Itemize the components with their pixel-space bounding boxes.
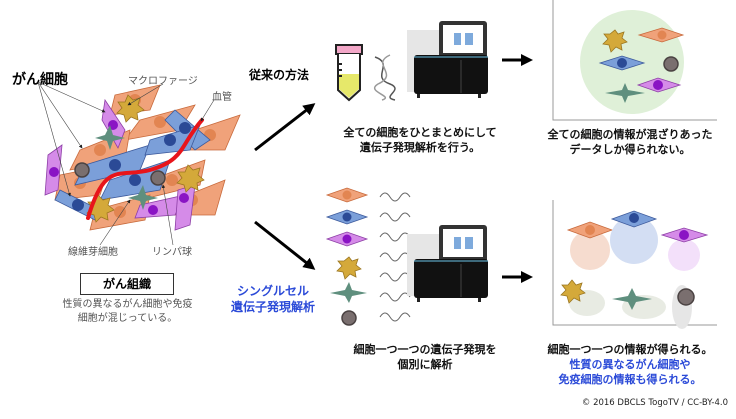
arrow-to-single-cell (254, 220, 316, 270)
single-cells-column (325, 187, 411, 326)
single-cell-caption-line1: 細胞一つ一つの遺伝子発現を (353, 343, 497, 356)
cluster-gold (560, 279, 605, 316)
single-cell-result-plot (552, 200, 717, 329)
single-cell-result-line3: 免疫細胞の情報も得られる。 (558, 373, 702, 386)
conventional-caption: 全ての細胞をひとまとめにして 遺伝子発現解析を行う。 (320, 125, 520, 155)
single-cell-method-line1: シングルセル (236, 284, 309, 298)
single-cell-result-caption: 細胞一つ一つの情報が得られる。 性質の異なるがん細胞や 免疫細胞の情報も得られる… (530, 342, 730, 387)
single-cell-result-line2: 性質の異なるがん細胞や (569, 358, 691, 371)
single-cell-result-line1: 細胞一つ一つの情報が得られる。 (547, 343, 713, 356)
tissue-description-line2: 細胞が混じっている。 (77, 313, 178, 324)
tissue-box: がん組織 (80, 273, 174, 295)
cluster-purple (660, 227, 709, 271)
bulk-result-plot (552, 0, 717, 121)
single-cell-method-line2: 遺伝子発現解析 (230, 300, 315, 314)
cluster-gray (672, 285, 695, 329)
dna-helix-icon (374, 54, 396, 101)
blood-vessel-label: 血管 (212, 92, 232, 103)
test-tube-icon (335, 44, 363, 102)
single-cell-caption-line2: 個別に解析 (397, 358, 453, 371)
bulk-result-line2: データしか得られない。 (569, 143, 691, 156)
lymphocyte-label: リンパ球 (152, 247, 192, 258)
tissue-description-line1: 性質の異なるがん細胞や免疫 (62, 299, 193, 310)
bulk-result-line1: 全ての細胞の情報が混ざりあった (547, 128, 713, 141)
sequencer-machine-icon-2 (407, 225, 488, 302)
cluster-green (612, 288, 666, 319)
single-cell-caption: 細胞一つ一つの遺伝子発現を 個別に解析 (330, 342, 520, 372)
conventional-caption-line2: 遺伝子発現解析を行う。 (359, 141, 481, 154)
tissue-box-title: がん組織 (102, 277, 151, 291)
sequencer-machine-icon (407, 21, 488, 98)
conventional-caption-line1: 全ての細胞をひとまとめにして (343, 126, 497, 139)
conventional-method-label: 従来の方法 (249, 68, 310, 82)
macrophage-label: マクロファージ (128, 76, 198, 87)
credit-text: © 2016 DBCLS TogoTV / CC-BY-4.0 (581, 398, 728, 408)
single-cell-method-label: シングルセル 遺伝子発現解析 (218, 283, 328, 315)
arrow-to-conventional (254, 103, 316, 152)
cluster-blue (610, 210, 658, 264)
cancer-cells-label: がん細胞 (12, 72, 68, 88)
bulk-result-caption: 全ての細胞の情報が混ざりあった データしか得られない。 (530, 127, 730, 157)
fibroblast-label: 線維芽細胞 (68, 247, 118, 258)
tissue-cells (44, 84, 241, 231)
tissue-description: 性質の異なるがん細胞や免疫 細胞が混じっている。 (40, 298, 215, 326)
cluster-orange (566, 221, 614, 270)
blood-vessel (86, 118, 204, 220)
